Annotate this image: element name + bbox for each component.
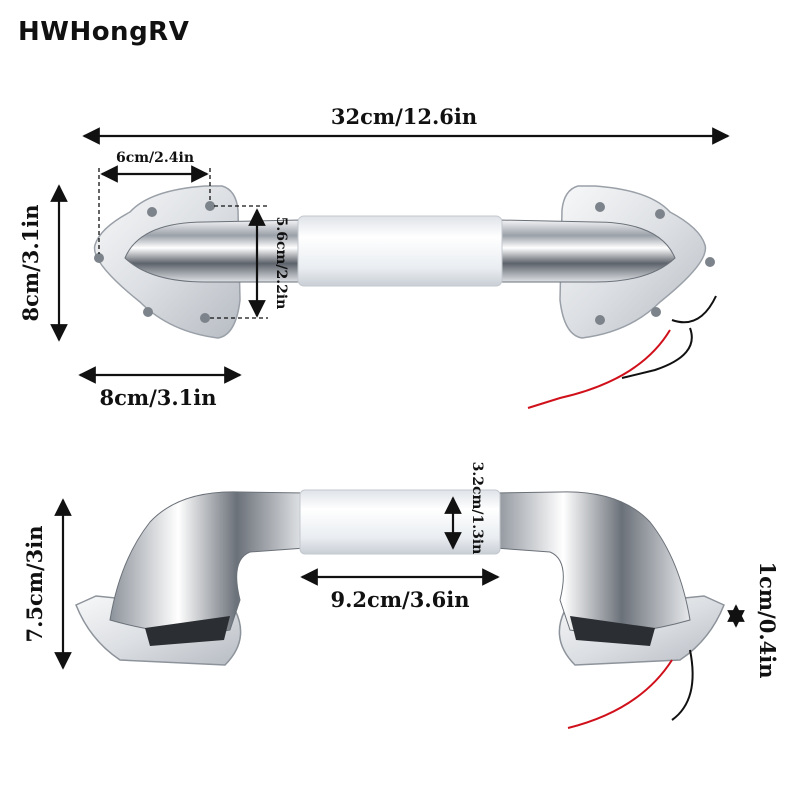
screw-icon: [595, 202, 605, 212]
base-width-label: 8cm/3.1in: [99, 385, 216, 410]
base-height-label: 8cm/3.1in: [18, 204, 43, 321]
screw-icon: [655, 209, 665, 219]
right-base-inset: [570, 616, 655, 646]
frosted-led-tube: [297, 215, 503, 287]
screw-icon: [705, 257, 715, 267]
right-side-arm: [494, 491, 691, 634]
left-side-arm: [109, 491, 306, 634]
left-base-inset: [145, 616, 230, 646]
screw-spacing-vertical-label: 5.6cm/2.2in: [273, 217, 289, 310]
screw-spacing-horizontal-label: 6cm/2.4in: [116, 150, 194, 166]
black-wire: [671, 295, 717, 324]
tube-diameter-label: 3.2cm/1.3in: [469, 462, 485, 555]
black-wire: [671, 649, 694, 721]
red-wire: [567, 659, 673, 729]
screw-icon: [651, 307, 661, 317]
red-wire: [527, 329, 671, 409]
black-wire: [621, 327, 693, 379]
screw-icon: [94, 253, 104, 263]
handle-height-label: 7.5cm/3in: [22, 525, 47, 642]
brand-logo-text: HWHongRV: [18, 17, 189, 47]
grip-length-label: 9.2cm/3.6in: [331, 587, 470, 612]
side-view-handle: [75, 489, 725, 729]
screw-icon: [205, 201, 215, 211]
total-length-label: 32cm/12.6in: [331, 104, 477, 129]
screw-icon: [147, 207, 157, 217]
screw-icon: [200, 313, 210, 323]
screw-icon: [595, 315, 605, 325]
base-thickness-label: 1cm/0.4in: [755, 561, 780, 678]
screw-icon: [143, 307, 153, 317]
